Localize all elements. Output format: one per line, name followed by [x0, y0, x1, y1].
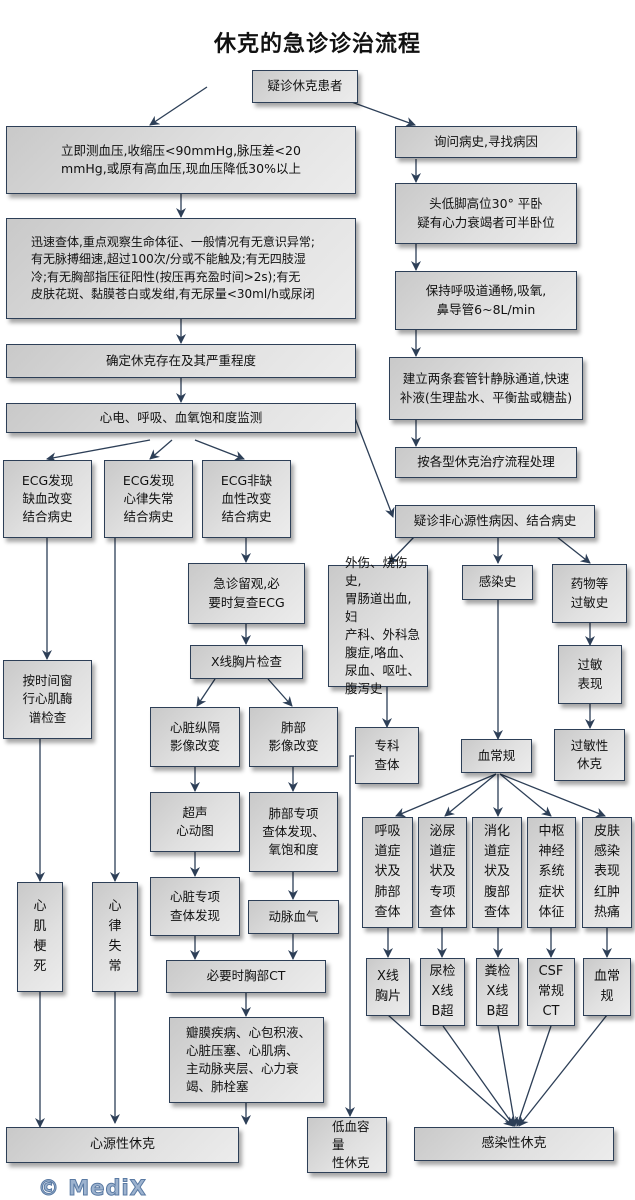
- node-lung-exam[interactable]: 肺部专项 查体发现、 氧饱和度: [249, 792, 338, 872]
- node-infection-history[interactable]: 感染史: [462, 565, 533, 600]
- node-cns[interactable]: 中枢 神经 系统 症状 体征: [527, 817, 576, 928]
- arrow-monitor-ecg1: [46, 439, 151, 463]
- node-lung-imaging[interactable]: 肺部 影像改变: [249, 707, 338, 767]
- arrow-monitor-ecg3: [194, 439, 245, 461]
- arrow-tstool-septic: [497, 1025, 519, 1127]
- node-cardiac-exam[interactable]: 心脏专项 查体发现: [150, 877, 240, 936]
- node-allergy-signs[interactable]: 过敏 表现: [558, 645, 622, 704]
- node-arrhythmia[interactable]: 心 律 失 常: [92, 882, 138, 992]
- arrow-xray-cardiac: [196, 678, 216, 707]
- node-monitoring[interactable]: 心电、呼吸、血氧饱和度监测: [6, 403, 356, 433]
- node-measure-bp[interactable]: 立即测血压,收缩压<90mmHg,脉压差<20 mmHg,或原有高血压,现血压降…: [6, 126, 356, 194]
- node-chest-ct[interactable]: 必要时胸部CT: [166, 960, 326, 993]
- node-treat-by-type[interactable]: 按各型休克治疗流程处理: [395, 447, 577, 478]
- node-hypovolemic-shock[interactable]: 低血容量 性休克: [307, 1117, 387, 1173]
- node-test-cbc[interactable]: 血常 规: [583, 958, 631, 1016]
- node-cardiac-enzymes[interactable]: 按时间窗 行心肌酶 谱检查: [3, 660, 92, 739]
- node-ecg-ischemia[interactable]: ECG发现 缺血改变 结合病史: [3, 460, 92, 538]
- node-noncardiac-cause[interactable]: 疑诊非心源性病因、结合病史: [395, 505, 595, 538]
- arrow-monitor-ecg2: [149, 439, 173, 460]
- node-physical-exam[interactable]: 迅速查体,重点观察生命体征、一般情况有无意识异常; 有无脉搏细速,超过100次/…: [6, 218, 356, 319]
- arrow-cbc-urinary: [444, 773, 497, 817]
- node-digestive[interactable]: 消化 道症 状及 腹部 查体: [472, 817, 522, 928]
- arrow-tcbc-septic: [518, 1014, 608, 1127]
- node-ask-history[interactable]: 询问病史,寻找病因: [395, 126, 577, 158]
- node-confirm-shock[interactable]: 确定休克存在及其严重程度: [6, 344, 356, 378]
- node-test-csf[interactable]: CSF 常规 CT: [527, 958, 575, 1026]
- arrow-monitor-noncardiac: [354, 417, 395, 518]
- node-myocardial-infarction[interactable]: 心 肌 梗 死: [17, 882, 63, 992]
- node-cardiogenic-shock[interactable]: 心源性休克: [6, 1127, 239, 1163]
- node-observe[interactable]: 急诊留观,必 要时复查ECG: [188, 563, 305, 624]
- node-airway-oxygen[interactable]: 保持呼吸道通畅,吸氧, 鼻导管6~8L/min: [395, 271, 577, 330]
- node-ecg-arrhythmia[interactable]: ECG发现 心律失常 结合病史: [104, 460, 193, 538]
- arrow-cbc-resp: [395, 773, 497, 818]
- node-anaphylactic-shock[interactable]: 过敏性 休克: [554, 729, 625, 781]
- node-iv-access[interactable]: 建立两条套管针静脉通道,快速 补液(生理盐水、平衡盐或糖盐): [389, 357, 583, 420]
- node-septic-shock[interactable]: 感染性休克: [414, 1127, 614, 1161]
- node-allergy-history[interactable]: 药物等 过敏史: [552, 564, 627, 623]
- arrow-start-bp: [149, 86, 208, 126]
- arrow-xray-lung: [267, 678, 293, 707]
- node-blood-gas[interactable]: 动脉血气: [248, 900, 339, 934]
- node-test-stool[interactable]: 粪检 X线 B超: [476, 958, 519, 1026]
- node-ecg-nonischemic[interactable]: ECG非缺 血性改变 结合病史: [202, 460, 291, 538]
- arrow-cbc-skin: [499, 773, 606, 818]
- node-chest-xray[interactable]: X线胸片检查: [190, 645, 303, 679]
- node-position[interactable]: 头低脚高位30° 平卧 疑有心力衰竭者可半卧位: [395, 183, 577, 244]
- arrow-special-hypovolemic: [345, 755, 355, 1117]
- node-test-urine[interactable]: 尿检 X线 B超: [420, 958, 465, 1026]
- node-cardiac-imaging[interactable]: 心脏纵隔 影像改变: [150, 707, 240, 767]
- node-echocardiogram[interactable]: 超声 心动图: [150, 792, 240, 852]
- node-specialist-exam[interactable]: 专科 查体: [355, 727, 419, 784]
- node-blood-routine[interactable]: 血常规: [461, 739, 532, 773]
- node-respiratory[interactable]: 呼吸 道症 状及 肺部 查体: [362, 817, 413, 928]
- node-skin[interactable]: 皮肤 感染 表现 红肿 热痛: [582, 817, 632, 928]
- node-cardiac-diagnoses[interactable]: 瓣膜疾病、心包积液、 心脏压塞、心肌病、 主动脉夹层、心力衰 竭、肺栓塞: [169, 1017, 324, 1103]
- arrow-tcsf-septic: [515, 1025, 552, 1127]
- page-title: 休克的急诊诊治流程: [213, 31, 421, 57]
- arrow-turine-septic: [442, 1025, 515, 1127]
- node-trauma-history[interactable]: 外伤、烧伤史, 胃肠道出血,妇 产科、外科急 腹症,咯血、 尿血、呕吐、 腹泻史: [328, 555, 428, 696]
- node-test-xray[interactable]: X线 胸片: [366, 958, 410, 1016]
- arrow-txray-septic: [387, 1014, 514, 1127]
- node-urinary[interactable]: 泌尿 道症 状及 专项 查体: [418, 817, 467, 928]
- medix-watermark: © MediX: [38, 1176, 147, 1200]
- node-suspected-shock[interactable]: 疑诊休克患者: [252, 70, 358, 103]
- arrow-cbc-cns: [499, 773, 552, 817]
- arrow-noncardiac-trauma: [388, 536, 415, 564]
- arrow-noncardiac-allergy: [556, 536, 591, 564]
